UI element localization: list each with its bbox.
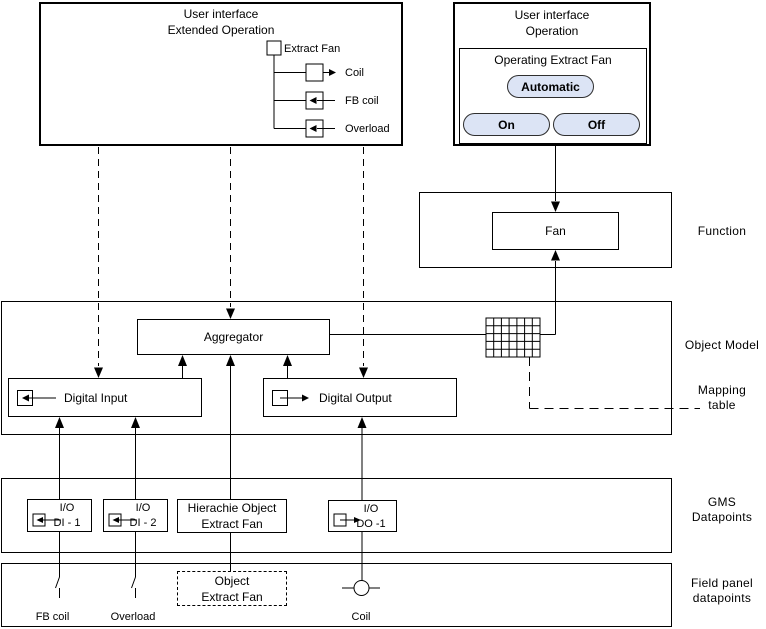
function-box	[419, 192, 672, 268]
arrowhead	[283, 355, 292, 366]
function-label: Function	[697, 224, 747, 238]
gms-band	[1, 478, 672, 553]
aggregator-box: Aggregator	[137, 319, 330, 355]
input-icon	[108, 513, 137, 527]
operating-panel-title: Operating Extract Fan	[494, 53, 612, 67]
di1-label-line2: DI - 1	[53, 517, 81, 529]
tree-item-label-fb-coil: FB coil	[345, 95, 379, 107]
aggregator-label: Aggregator	[203, 330, 264, 344]
gms-label-line2: Datapoints	[691, 510, 753, 524]
object-label-line2: Extract Fan	[201, 589, 263, 604]
contact-icon-overload	[131, 576, 136, 598]
field-panel-label: Field panel datapoints	[679, 576, 765, 606]
operation-ui-title-line2: Operation	[525, 24, 579, 38]
mapping-grid-icon	[485, 317, 541, 358]
arrowhead	[309, 125, 317, 132]
object-label-line1: Object	[214, 573, 250, 588]
arrowhead	[131, 417, 140, 428]
extract-fan-node-icon	[266, 40, 282, 56]
digital-output-label: Digital Output	[319, 390, 392, 405]
field-label-line2: datapoints	[692, 591, 752, 605]
arrowhead	[226, 308, 235, 319]
field-panel-band	[1, 563, 672, 627]
arrowhead	[178, 355, 187, 366]
arrowhead	[94, 367, 103, 378]
off-button[interactable]: Off	[553, 113, 640, 136]
digital-input-box: Digital Input	[8, 378, 202, 417]
fan-box: Fan	[492, 212, 619, 250]
extended-operation-box: User interface Extended Operation	[39, 2, 403, 146]
automatic-button[interactable]: Automatic	[507, 75, 594, 98]
arrowhead	[359, 367, 368, 378]
operating-panel: Operating Extract Fan	[459, 48, 647, 144]
hierarchie-label-line1: Hierachie Object	[187, 501, 277, 515]
object-model-label: Object Model	[684, 338, 760, 352]
tree-item-label-coil: Coil	[345, 67, 364, 79]
digital-input-label: Digital Input	[64, 390, 128, 405]
gms-label-line1: GMS	[707, 495, 737, 509]
di1-box: I/O DI - 1	[27, 499, 92, 532]
digital-output-box: Digital Output	[263, 378, 457, 417]
di2-box: I/O DI - 2	[103, 499, 168, 532]
tree-item-label-overload: Overload	[345, 123, 390, 135]
coil-label: Coil	[351, 611, 371, 623]
gms-datapoints-label: GMS Datapoints	[679, 495, 765, 525]
coil-symbol-icon	[342, 580, 380, 596]
hierarchie-label-line2: Extract Fan	[201, 517, 263, 531]
do1-label-line2: DO -1	[356, 518, 386, 530]
arrowhead	[226, 355, 235, 366]
arrowhead	[551, 250, 560, 261]
di2-label-line2: DI - 2	[129, 517, 157, 529]
operation-box: User interface Operation	[453, 2, 651, 146]
hierarchie-object-box: Hierachie Object Extract Fan	[177, 499, 287, 533]
arrowhead	[551, 201, 560, 212]
output-icon	[333, 513, 361, 527]
mapping-table-label-line1: Mapping	[697, 383, 747, 397]
input-icon	[32, 513, 61, 527]
extended-ui-title-line1: User interface	[183, 7, 259, 21]
on-button[interactable]: On	[463, 113, 550, 136]
mapping-table-label: Mapping table	[679, 383, 765, 413]
contact-icon-fb-coil	[55, 576, 60, 598]
fan-label: Fan	[545, 224, 566, 238]
di2-label-line1: I/O	[135, 502, 151, 514]
fb-coil-label: FB coil	[35, 611, 70, 623]
arrowhead	[309, 97, 317, 104]
output-icon	[272, 389, 309, 406]
extract-fan-node-label: Extract Fan	[284, 43, 341, 55]
arrowhead	[329, 69, 336, 76]
operation-ui-title-line1: User interface	[514, 8, 590, 22]
field-label-line1: Field panel	[690, 576, 753, 590]
do1-label-line1: I/O	[363, 503, 379, 515]
tree-lines	[273, 55, 306, 129]
overload-label: Overload	[110, 611, 156, 623]
mapping-table-label-line2: table	[708, 398, 736, 412]
extended-ui-title-line2: Extended Operation	[167, 23, 275, 37]
do1-box: I/O DO -1	[328, 500, 397, 532]
arrowhead	[55, 417, 64, 428]
object-extract-fan-box: Object Extract Fan	[177, 571, 287, 606]
di1-label-line1: I/O	[59, 502, 75, 514]
input-icon	[17, 389, 56, 406]
object-model-band	[1, 301, 672, 435]
arrowhead	[357, 417, 367, 428]
